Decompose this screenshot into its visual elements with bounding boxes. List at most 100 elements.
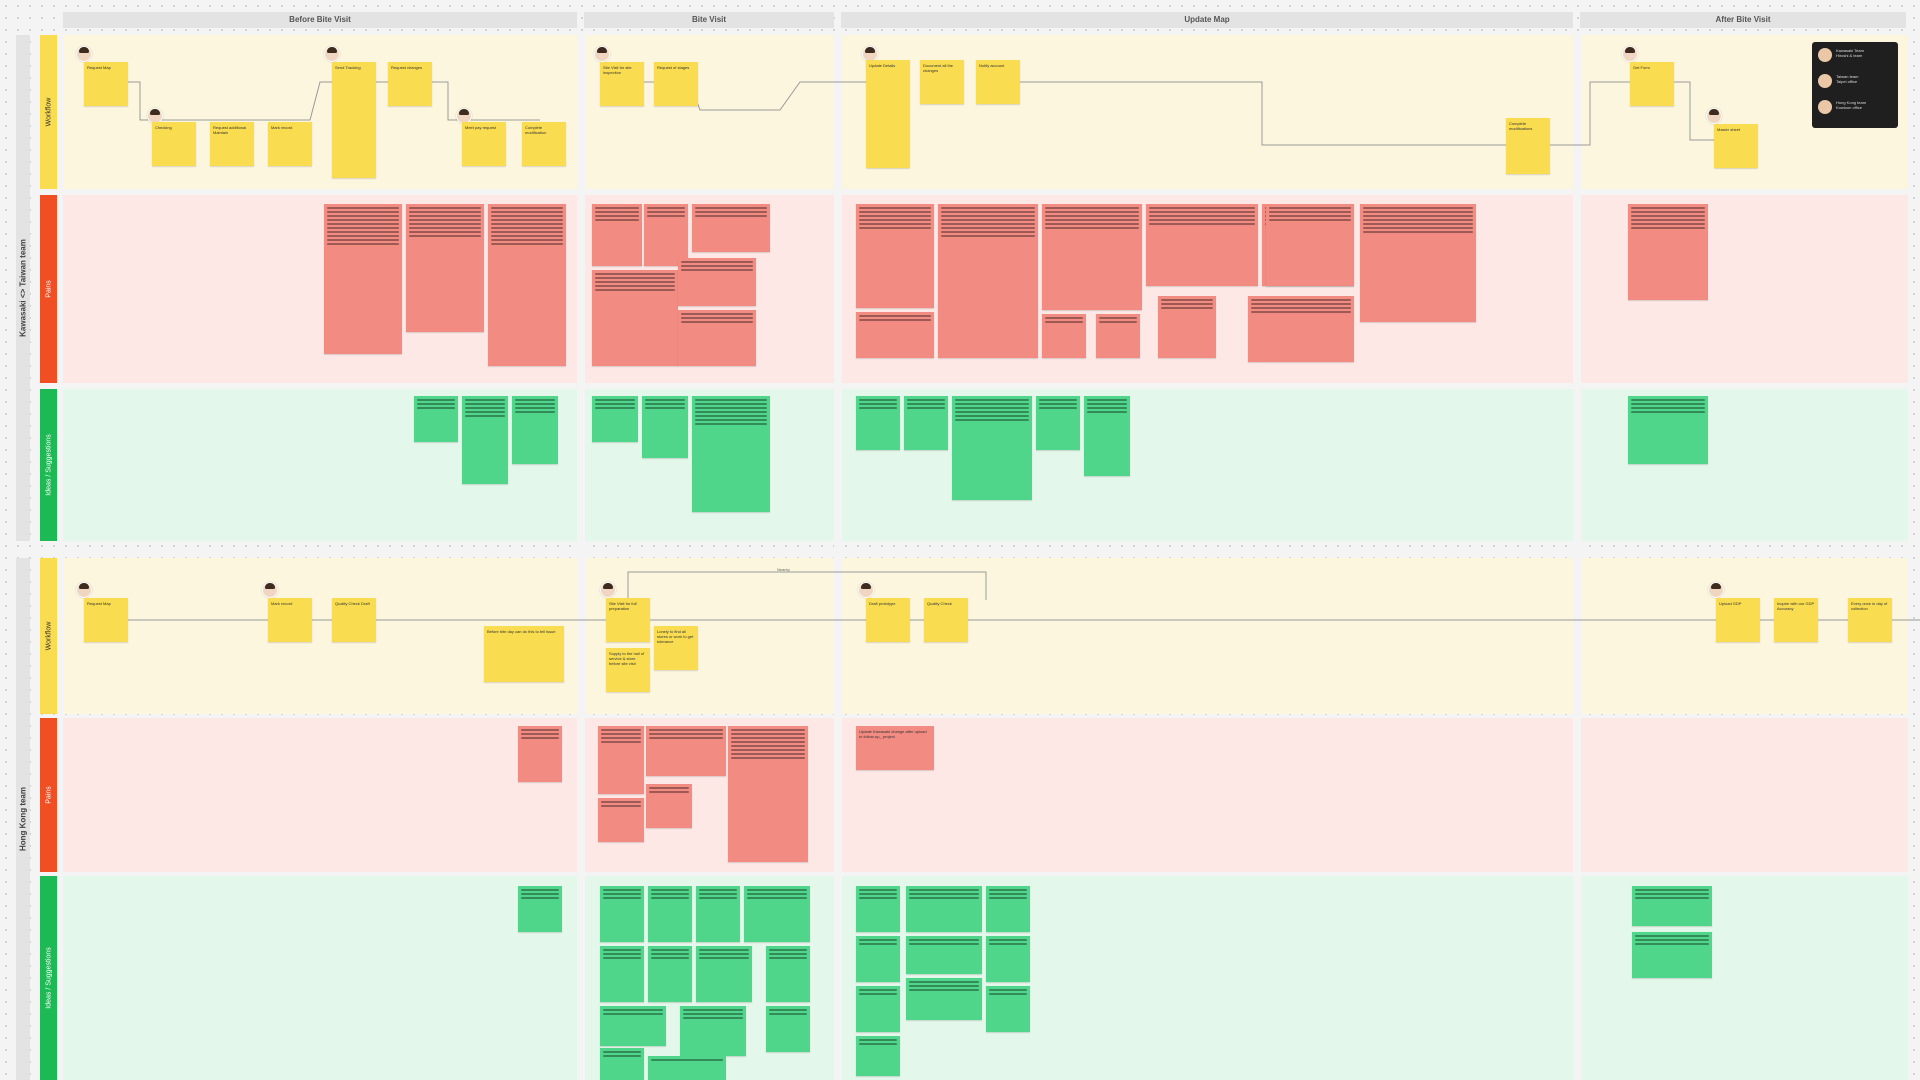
avatar[interactable] [76,582,92,598]
workflow-sticky[interactable]: Mark record [268,122,312,166]
workflow-sticky[interactable]: Request Map [84,62,128,106]
idea-sticky[interactable] [766,946,810,1002]
workflow-sticky[interactable]: Every once in day of collection [1848,598,1892,642]
avatar[interactable] [1622,46,1638,62]
idea-sticky[interactable] [518,886,562,932]
pain-sticky[interactable] [1158,296,1216,358]
pain-sticky[interactable] [598,726,644,794]
workflow-sticky[interactable]: Lonely to find all stores or work to get… [654,626,698,670]
workflow-sticky[interactable]: Draft prototype [866,598,910,642]
workflow-sticky[interactable]: Mark record [268,598,312,642]
idea-sticky[interactable] [986,886,1030,932]
workflow-sticky[interactable]: Site Visit for full preparation [606,598,650,642]
workflow-sticky[interactable]: Master sheet [1714,124,1758,168]
pain-sticky[interactable] [592,270,678,366]
idea-sticky[interactable] [1036,396,1080,450]
idea-sticky[interactable] [1628,396,1708,464]
avatar[interactable] [324,46,340,62]
pain-sticky[interactable] [646,784,692,828]
idea-sticky[interactable] [512,396,558,464]
pain-sticky[interactable] [598,798,644,842]
idea-sticky[interactable] [1632,932,1712,978]
workflow-sticky[interactable]: Request changes [388,62,432,106]
pain-sticky[interactable] [678,258,756,306]
idea-sticky[interactable] [462,396,508,484]
workflow-sticky[interactable]: Request additional Maintain [210,122,254,166]
workflow-sticky[interactable]: Complete modifications [1506,118,1550,174]
idea-sticky[interactable] [1632,886,1712,926]
workflow-sticky[interactable]: Request Map [84,598,128,642]
idea-sticky[interactable] [904,396,948,450]
phase-header-bite[interactable]: Bite Visit [584,12,834,28]
workflow-sticky[interactable]: Request of stages [654,62,698,106]
workflow-sticky[interactable]: Complete modification [522,122,566,166]
pain-sticky[interactable] [324,204,402,354]
avatar[interactable] [858,582,874,598]
pain-sticky[interactable] [678,310,756,366]
pain-sticky[interactable] [646,726,726,776]
workflow-sticky[interactable]: Supply to the hall of service & store be… [606,648,650,692]
idea-sticky[interactable] [856,936,900,982]
avatar[interactable] [76,46,92,62]
workflow-sticky[interactable]: Upload GDP [1716,598,1760,642]
idea-sticky[interactable] [856,886,900,932]
phase-header-before[interactable]: Before Bite Visit [63,12,577,28]
avatar[interactable] [1708,582,1724,598]
workflow-sticky[interactable]: Before bite day can do this to tell issu… [484,626,564,682]
idea-sticky[interactable] [906,936,982,974]
workflow-sticky[interactable]: Checking [152,122,196,166]
workflow-sticky[interactable]: Meet pay request [462,122,506,166]
idea-sticky[interactable] [600,946,644,1002]
workflow-sticky[interactable]: Site Visit for site inspection [600,62,644,106]
idea-sticky[interactable] [648,946,692,1002]
idea-sticky[interactable] [600,1048,644,1080]
pain-sticky[interactable] [1096,314,1140,358]
idea-sticky[interactable] [766,1006,810,1052]
pain-sticky[interactable]: Update Kawasaki change after upload to f… [856,726,934,770]
idea-sticky[interactable] [648,886,692,942]
idea-sticky[interactable] [906,886,982,932]
phase-header-after[interactable]: After Bite Visit [1580,12,1906,28]
idea-sticky[interactable] [1084,396,1130,476]
workflow-sticky[interactable]: Quality Check [924,598,968,642]
pain-sticky[interactable] [692,204,770,252]
pain-sticky[interactable] [1248,296,1354,362]
idea-sticky[interactable] [600,1006,666,1046]
avatar[interactable] [600,582,616,598]
pain-sticky[interactable] [1360,204,1476,322]
idea-sticky[interactable] [856,1036,900,1076]
idea-sticky[interactable] [648,1056,726,1080]
pain-sticky[interactable] [856,312,934,358]
pain-sticky[interactable] [728,726,808,862]
pain-sticky[interactable] [856,204,934,308]
idea-sticky[interactable] [906,978,982,1020]
workflow-sticky[interactable]: Notify account [976,60,1020,104]
workflow-sticky[interactable]: Update Details [866,60,910,168]
workflow-sticky[interactable]: Send Tracking [332,62,376,178]
avatar[interactable] [262,582,278,598]
idea-sticky[interactable] [692,396,770,512]
pain-sticky[interactable] [406,204,484,332]
idea-sticky[interactable] [696,946,752,1002]
idea-sticky[interactable] [696,886,740,942]
workflow-sticky[interactable]: Inquire with our GDP Accuracy [1774,598,1818,642]
workflow-sticky[interactable]: Document all the changes [920,60,964,104]
pain-sticky[interactable] [644,204,688,266]
idea-sticky[interactable] [986,986,1030,1032]
idea-sticky[interactable] [856,986,900,1032]
idea-sticky[interactable] [856,396,900,450]
avatar[interactable] [594,46,610,62]
idea-sticky[interactable] [592,396,638,442]
pain-sticky[interactable] [1042,314,1086,358]
workflow-sticky[interactable]: Get Form [1630,62,1674,106]
phase-header-update[interactable]: Update Map [841,12,1573,28]
idea-sticky[interactable] [680,1006,746,1056]
pain-sticky[interactable] [1146,204,1258,286]
pain-sticky[interactable] [592,204,642,266]
idea-sticky[interactable] [952,396,1032,500]
pain-sticky[interactable] [488,204,566,366]
